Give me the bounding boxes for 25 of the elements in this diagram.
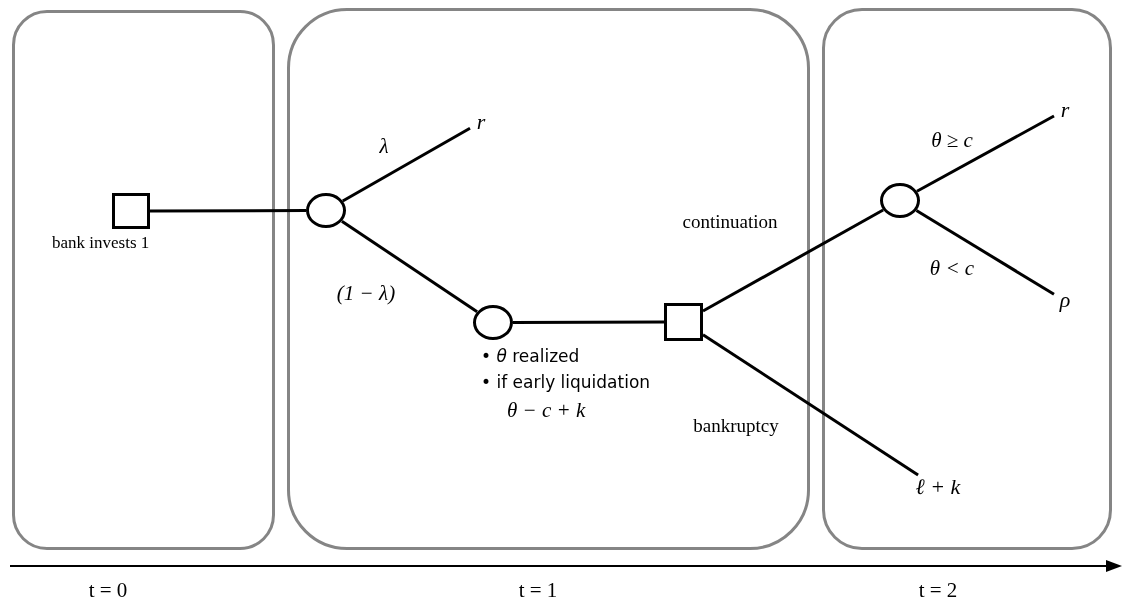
outcome-label: r xyxy=(1054,98,1076,122)
outcome-label: ρ xyxy=(1054,288,1076,314)
period-panel xyxy=(287,8,810,550)
tree-branch xyxy=(513,320,664,324)
outcome-label: r xyxy=(470,110,492,134)
node-annotation: • if early liquidation xyxy=(481,372,651,392)
tree-branch xyxy=(342,126,471,203)
period-panel xyxy=(822,8,1112,550)
decision-node xyxy=(664,303,703,341)
tree-branch xyxy=(916,114,1055,193)
period-panel xyxy=(12,10,275,550)
node-annotation: bank invests 1 xyxy=(52,233,150,253)
chance-node xyxy=(473,305,513,340)
chance-node xyxy=(306,193,346,228)
tree-branch xyxy=(915,209,1055,296)
chance-node xyxy=(880,183,920,218)
node-annotation: θ − c + k xyxy=(507,398,586,423)
edge-label: (1 − λ) xyxy=(334,282,398,304)
tree-branch xyxy=(150,209,306,213)
node-annotation: • θ realized xyxy=(481,346,580,366)
tree-branch xyxy=(702,333,919,477)
outcome-label: ℓ + k xyxy=(900,475,976,501)
tree-branch xyxy=(702,208,884,313)
decision-node xyxy=(112,193,150,229)
tree-branch xyxy=(341,219,478,314)
